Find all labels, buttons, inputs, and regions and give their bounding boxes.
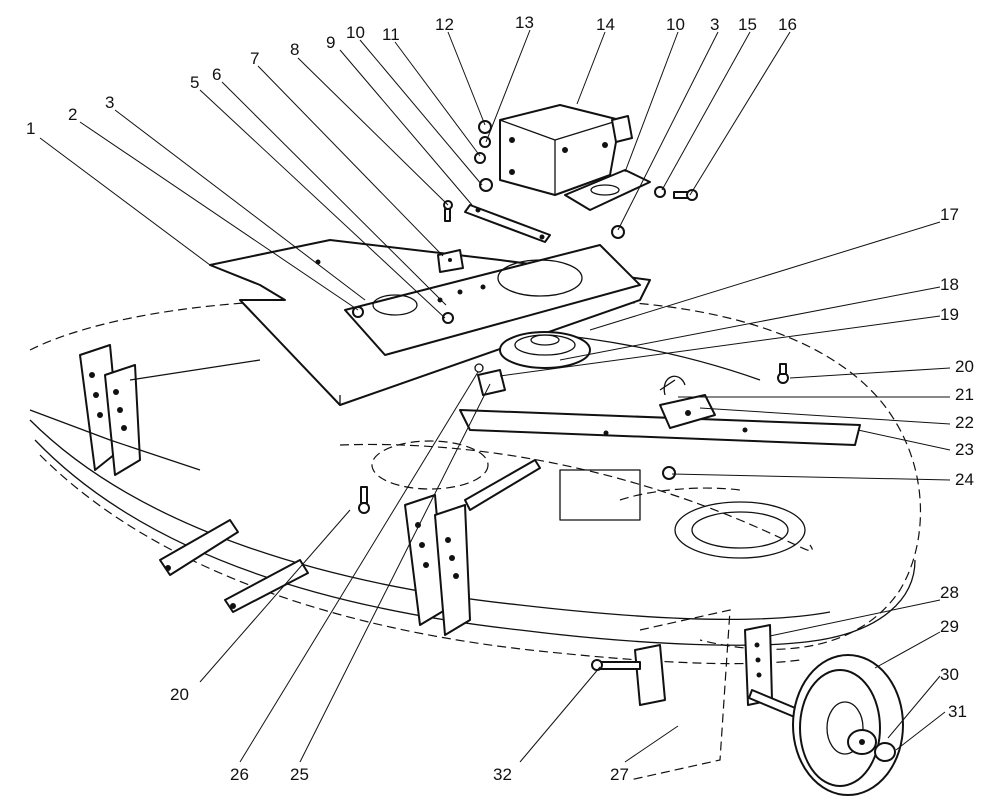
pivot-spacer: [474, 363, 506, 396]
callout-9: 9: [326, 33, 335, 52]
callout-6: 6: [212, 65, 221, 84]
callout-26: 26: [230, 765, 249, 784]
deck-mounting-arms: [159, 519, 309, 613]
callout-10: 10: [346, 23, 365, 42]
callout-20-left: 20: [170, 685, 189, 704]
callout-20-right: 20: [955, 357, 974, 376]
callout-25: 25: [290, 765, 309, 784]
callout-29: 29: [940, 617, 959, 636]
callout-2: 2: [68, 105, 77, 124]
callout-23: 23: [955, 440, 974, 459]
callout-3-right: 3: [710, 15, 719, 34]
callout-3: 3: [105, 93, 114, 112]
link-strap: [464, 204, 551, 243]
callout-8: 8: [290, 40, 299, 59]
callout-1: 1: [26, 119, 35, 138]
callout-19: 19: [940, 305, 959, 324]
angle-clip: [437, 249, 464, 273]
callout-24: 24: [955, 470, 974, 489]
callout-21: 21: [955, 385, 974, 404]
callout-22: 22: [955, 413, 974, 432]
leader-lines: [39, 29, 951, 763]
left-hinge-bracket: [29, 344, 261, 476]
callouts: 1 2 3 5 6 7 8 9 10 11 12 13 14 10 3 15 1…: [26, 13, 974, 784]
gearbox-mount-plate: [564, 169, 651, 211]
callout-32: 32: [493, 765, 512, 784]
callout-17: 17: [940, 205, 959, 224]
idler-pulley: [499, 331, 591, 369]
callout-7: 7: [250, 49, 259, 68]
callout-31: 31: [948, 702, 967, 721]
callout-10-right: 10: [666, 15, 685, 34]
callout-18: 18: [940, 275, 959, 294]
callout-14: 14: [596, 15, 615, 34]
callout-11: 11: [382, 25, 400, 44]
gearbox: [499, 104, 633, 196]
callout-28: 28: [940, 583, 959, 602]
idler-arm: [459, 409, 861, 446]
callout-5: 5: [190, 73, 199, 92]
callout-15: 15: [738, 15, 757, 34]
caster-wheel: [792, 654, 904, 796]
fasteners: [352, 120, 789, 514]
callout-13: 13: [515, 13, 534, 32]
caster-mount-bracket: [591, 609, 801, 781]
callout-30: 30: [940, 665, 959, 684]
callout-12: 12: [435, 15, 454, 34]
idler-spring-bracket: [659, 375, 716, 429]
callout-16: 16: [778, 15, 797, 34]
center-hinge-bracket: [404, 459, 541, 636]
mounting-bracket: [344, 244, 641, 356]
callout-27: 27: [610, 765, 629, 784]
